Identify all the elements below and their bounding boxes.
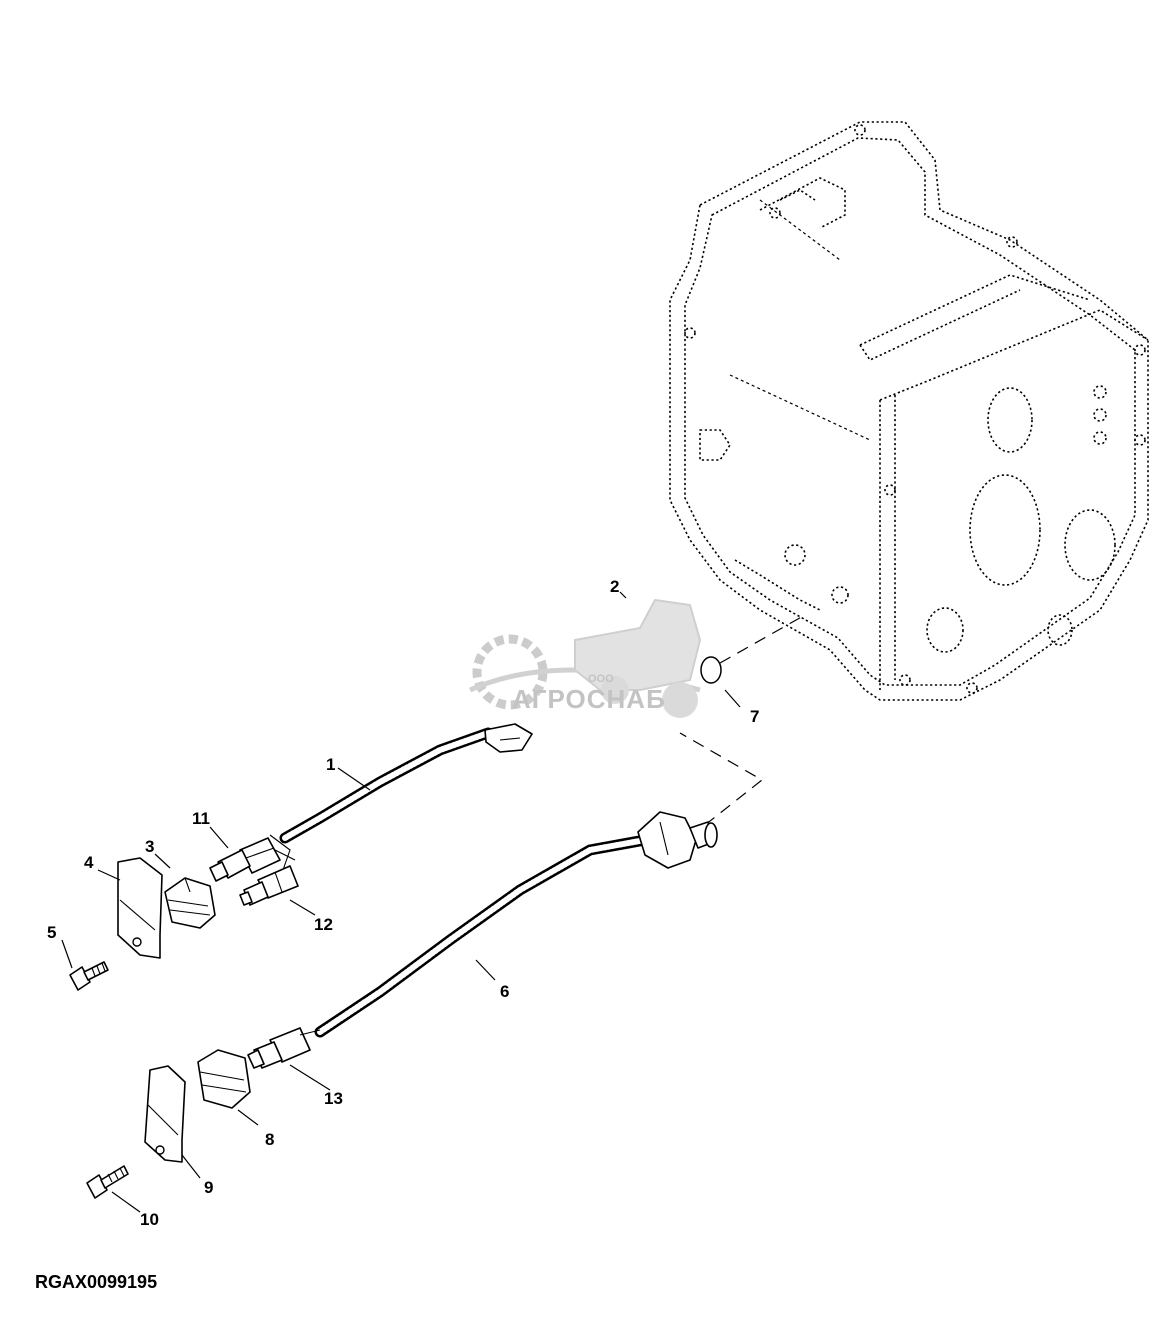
connector-11 — [209, 837, 281, 882]
speed-sensor-6 — [314, 811, 718, 1038]
bolt-10 — [86, 1165, 129, 1199]
callout-12: 12 — [314, 915, 333, 934]
callout-6: 6 — [500, 982, 509, 1001]
connector-12 — [239, 865, 299, 906]
watermark-logo: ООО АГРОСНАБ — [468, 598, 702, 718]
callout-9: 9 — [204, 1178, 213, 1197]
callout-2: 2 — [610, 577, 619, 596]
transmission-housing-phantom — [669, 121, 1149, 701]
harvester-icon — [574, 598, 702, 691]
leader-lines — [61, 591, 741, 1213]
bracket-4 — [117, 857, 163, 959]
callout-11: 11 — [192, 809, 210, 828]
bolt-5 — [69, 961, 109, 991]
connector-13 — [247, 1027, 321, 1069]
o-ring-7 — [700, 656, 722, 684]
assembly-lines — [679, 614, 806, 826]
protective-cap-8 — [197, 1049, 251, 1109]
bracket-9 — [144, 1065, 186, 1163]
watermark-name: АГРОСНАБ — [512, 684, 666, 714]
protective-cap-3 — [164, 877, 216, 929]
callout-10: 10 — [140, 1210, 159, 1229]
callout-4: 4 — [84, 853, 94, 872]
figure-reference: RGAX0099195 — [35, 1272, 157, 1292]
callout-8: 8 — [265, 1130, 274, 1149]
callout-13: 13 — [324, 1089, 343, 1108]
callout-labels: 1 2 3 4 5 6 7 8 9 10 11 12 13 — [47, 577, 759, 1229]
callout-5: 5 — [47, 923, 56, 942]
callout-7: 7 — [750, 707, 759, 726]
callout-1: 1 — [326, 755, 335, 774]
watermark-prefix: ООО — [588, 673, 614, 685]
callout-3: 3 — [145, 837, 154, 856]
wiring-harness-1 — [264, 723, 533, 871]
